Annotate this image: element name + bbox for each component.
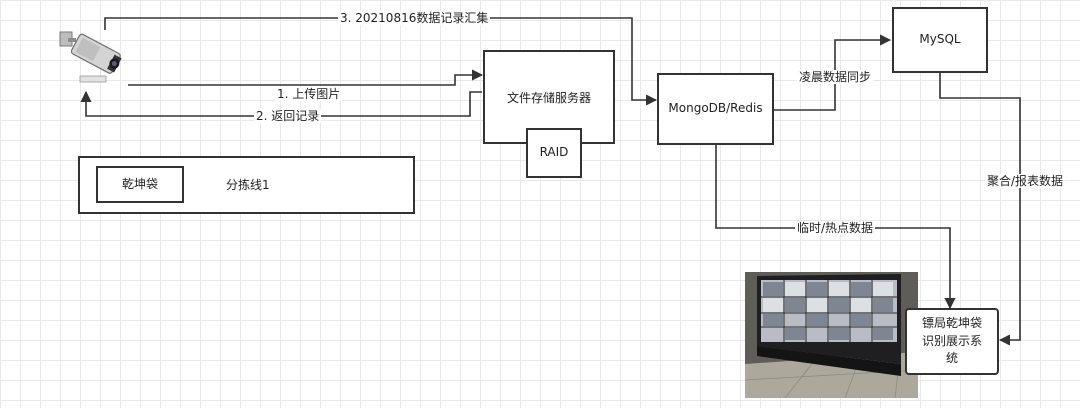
video-wall-photo bbox=[745, 272, 918, 398]
edge-label-dawn-sync: 凌晨数据同步 bbox=[797, 70, 874, 84]
display-system-box: 镖局乾坤袋识别展示系统 bbox=[905, 308, 999, 375]
legend-box-label: 乾坤袋 bbox=[121, 176, 158, 191]
edge-label-aggregate: 聚合/报表数据 bbox=[985, 174, 1066, 188]
file-storage-server-label: 文件存储服务器 bbox=[506, 91, 591, 105]
mongodb-redis-label: MongoDB/Redis bbox=[668, 101, 763, 116]
edge-return-record bbox=[80, 90, 482, 117]
edge-label-hot-data: 临时/热点数据 bbox=[795, 221, 876, 235]
edge-label-return-record: 2. 返回记录 bbox=[254, 109, 322, 123]
edge-collect bbox=[104, 17, 658, 106]
legend-box: 乾坤袋 bbox=[96, 166, 184, 203]
raid-box: RAID bbox=[526, 128, 582, 178]
mysql-label: MySQL bbox=[919, 32, 961, 47]
raid-label: RAID bbox=[539, 145, 569, 160]
security-camera-icon bbox=[59, 31, 122, 83]
edge-label-upload: 1. 上传图片 bbox=[275, 87, 343, 101]
edge-label-collect: 3. 20210816数据记录汇集 bbox=[338, 11, 491, 25]
mongodb-redis-box: MongoDB/Redis bbox=[657, 73, 774, 145]
legend-line-label: 分拣线1 bbox=[226, 178, 270, 192]
display-system-label: 镖局乾坤袋识别展示系统 bbox=[921, 316, 982, 366]
mysql-box: MySQL bbox=[892, 7, 988, 73]
edge-aggregate bbox=[939, 73, 1021, 346]
edge-upload bbox=[128, 69, 484, 86]
